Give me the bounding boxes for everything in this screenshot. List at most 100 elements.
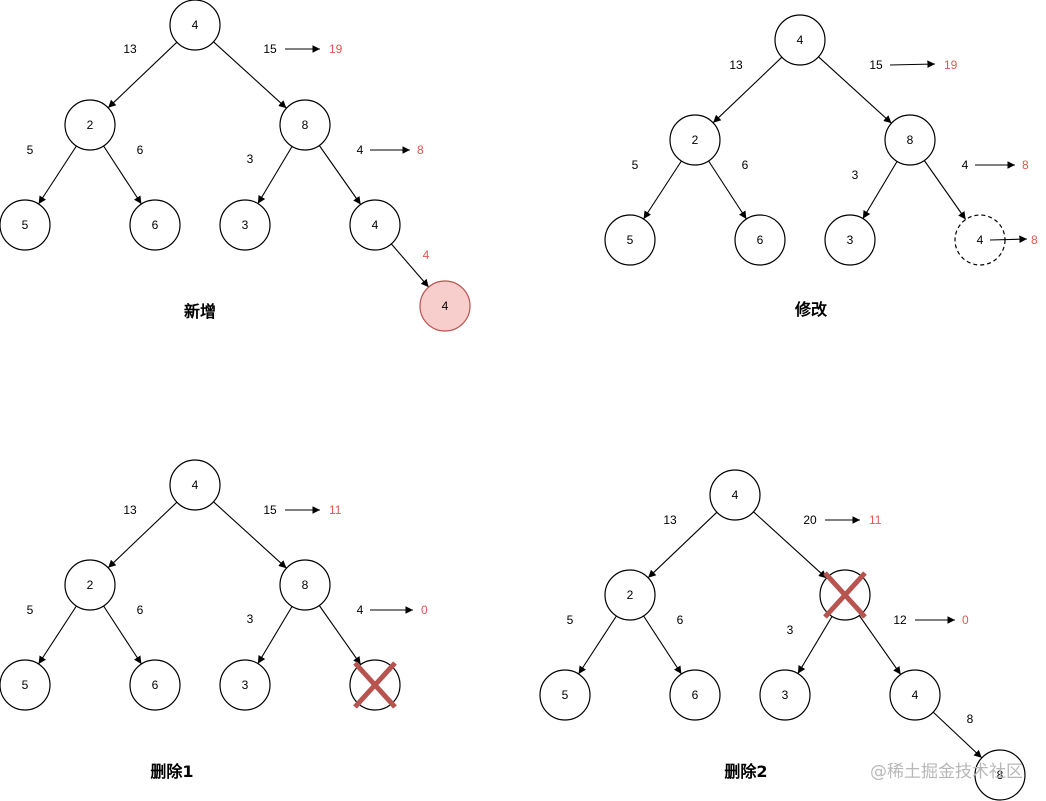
tree-node-n8	[884, 114, 936, 166]
deleted-cross-icon	[823, 571, 867, 619]
edge-weight-label: 6	[137, 603, 144, 617]
edge-n2-l5	[643, 160, 682, 220]
edge-weight-label: 13	[729, 58, 743, 72]
edge-weight-label: 5	[632, 158, 639, 172]
node-value-label: 8	[907, 133, 914, 147]
watermark: @稀土掘金技术社区	[870, 762, 1023, 782]
edge-weight-label: 5	[27, 603, 34, 617]
node-value-label: 4	[977, 233, 984, 247]
edge-weight-label: 4	[357, 143, 364, 157]
deleted-cross-icon	[353, 661, 397, 709]
tree-node-n2	[604, 569, 656, 621]
edge-weight-label: 12	[893, 613, 907, 627]
updated-weight-label: 19	[329, 42, 343, 56]
edge-weight-label: 13	[663, 513, 677, 527]
edge-weight-label: 3	[787, 623, 794, 637]
edge-root-n8	[213, 501, 287, 569]
node-value-label: 8	[997, 768, 1004, 782]
edge-weight-label: 4	[357, 603, 364, 617]
updated-weight-label: 11	[869, 513, 882, 527]
edge-n8-l3	[862, 161, 898, 219]
edge-weight-label: 20	[803, 513, 817, 527]
tree-node-root	[169, 459, 221, 511]
edge-weight-label: 6	[742, 158, 749, 172]
node-value-label: 8	[302, 118, 309, 132]
edge-n2-l5	[38, 605, 77, 665]
node-value-label: 8	[302, 578, 309, 592]
edge-weight-label: 3	[247, 152, 254, 166]
tree-node-l6	[129, 199, 181, 251]
node-value-label: 2	[87, 578, 94, 592]
tree-node-root	[709, 469, 761, 521]
node-value-label: 5	[22, 218, 29, 232]
node-value-label: 6	[152, 678, 159, 692]
edge-n8-l4	[923, 160, 967, 220]
edge-weight-label: 3	[247, 612, 254, 626]
tree-node-n8	[279, 99, 331, 151]
edge-n8-l4	[318, 145, 362, 205]
panel-caption: 删除2	[724, 762, 767, 781]
panel-caption: 修改	[794, 300, 828, 319]
edge-n2-l5	[38, 145, 77, 205]
node-update-arrow	[989, 235, 1028, 244]
updated-weight-label: 11	[329, 503, 342, 517]
node-value-label: 4	[912, 688, 919, 702]
node-value-label: 2	[692, 133, 699, 147]
edge-n2-l5	[578, 615, 617, 675]
edge-n8-l3	[257, 146, 293, 204]
node-value-label: 4	[372, 218, 379, 232]
edge-n2-l6	[103, 605, 142, 665]
edge-root-n8	[818, 56, 892, 124]
edge-n8-del	[318, 605, 362, 665]
edge-root-del	[753, 511, 827, 579]
edge-del-l4	[858, 615, 902, 675]
edge-n2-l6	[643, 615, 682, 675]
edge-weight-label: 5	[27, 143, 34, 157]
tree-node-l3	[219, 659, 271, 711]
edge-weight-label: 15	[263, 42, 277, 56]
node-value-label: 4	[442, 299, 449, 313]
tree-node-root	[169, 0, 221, 51]
edge-root-n2	[107, 41, 178, 109]
edge-weight-label: 5	[567, 613, 574, 627]
tree-node-l4	[349, 199, 401, 251]
node-value-label: 3	[847, 233, 854, 247]
edge-weight-label: 15	[263, 503, 277, 517]
panel-caption: 删除1	[150, 762, 193, 781]
tree-node-l5	[0, 199, 51, 251]
edge-weight-label: 8	[967, 712, 974, 726]
updated-weight-label: 0	[421, 603, 428, 617]
node-value-label: 5	[627, 233, 634, 247]
edge-l4-new4	[390, 243, 430, 288]
edge-weight-label: 13	[123, 42, 137, 56]
node-value-label: 6	[692, 688, 699, 702]
edge-root-n2	[647, 511, 718, 579]
edge-n2-l6	[708, 160, 747, 220]
node-value-label: 4	[192, 478, 199, 492]
tree-node-n2	[669, 114, 721, 166]
tree-node-n2	[64, 559, 116, 611]
tree-node-l6	[129, 659, 181, 711]
tree-node-l6	[669, 669, 721, 721]
edge-weight-label: 4	[423, 248, 430, 262]
tree-node-n2	[64, 99, 116, 151]
update-arrow	[889, 60, 936, 69]
node-value-label: 2	[87, 118, 94, 132]
node-updated-value: 8	[1031, 233, 1038, 247]
node-value-label: 4	[797, 33, 804, 47]
edge-weight-label: 6	[677, 613, 684, 627]
node-value-label: 6	[152, 218, 159, 232]
edge-weight-label: 6	[137, 143, 144, 157]
tree-node-l3	[824, 214, 876, 266]
node-value-label: 5	[562, 688, 569, 702]
node-value-label: 2	[627, 588, 634, 602]
tree-node-l4	[889, 669, 941, 721]
edge-l4-l8	[932, 711, 983, 759]
tree-node-root	[774, 14, 826, 66]
node-value-label: 3	[242, 218, 249, 232]
updated-weight-label: 8	[1022, 158, 1029, 172]
edge-root-n8	[213, 41, 287, 109]
